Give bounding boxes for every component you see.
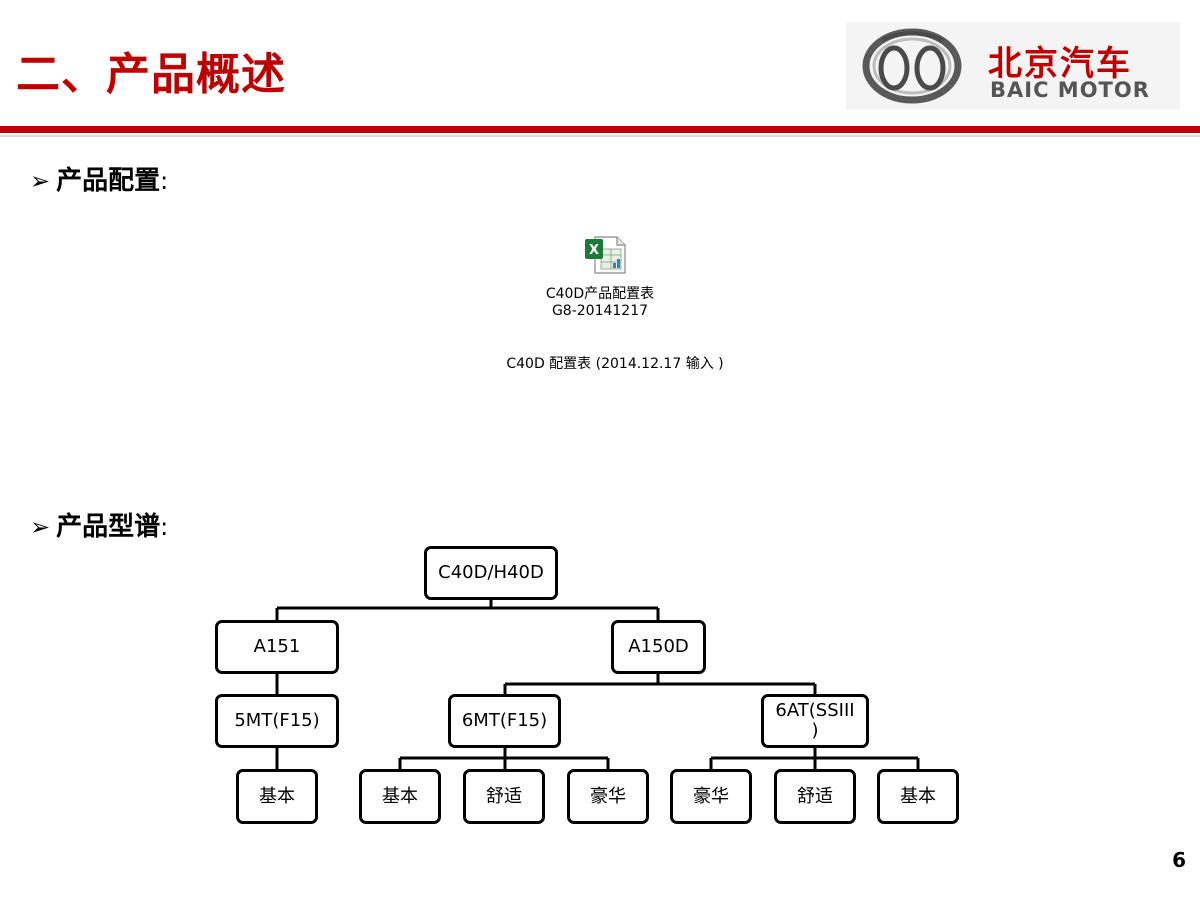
arrow-bullet-icon: ➢ (30, 513, 51, 541)
tree-node-trim: 基本 (236, 769, 318, 824)
section-heading-config: ➢产品配置: (30, 166, 169, 196)
tree-node-platform: A150D (611, 620, 706, 674)
attachment-note: C40D 配置表 (2014.12.17 输入 ) (506, 356, 724, 372)
svg-text:X: X (589, 243, 599, 258)
header-divider-red (0, 126, 1200, 133)
page-title: 二、产品概述 (16, 49, 286, 100)
tree-node-trim: 舒适 (463, 769, 545, 824)
page-number: 6 (1172, 848, 1186, 872)
baic-emblem-icon (862, 28, 962, 104)
tree-node-trim: 豪华 (567, 769, 649, 824)
excel-file-icon[interactable]: X (583, 235, 627, 275)
section-label: 产品配置 (56, 166, 161, 196)
tree-node-trim: 基本 (359, 769, 441, 824)
attachment-caption-line1[interactable]: C40D产品配置表 (545, 286, 655, 302)
tree-node-trim: 豪华 (670, 769, 752, 824)
logo-chinese-text: 北京汽车 (988, 44, 1132, 84)
section-label: 产品型谱 (56, 512, 161, 542)
section-heading-lineup: ➢产品型谱: (30, 512, 169, 542)
tree-node-root: C40D/H40D (424, 546, 558, 600)
tree-node-transmission: 6MT(F15) (448, 694, 561, 748)
tree-node-trim: 舒适 (774, 769, 856, 824)
logo-english-text: BAIC MOTOR (990, 78, 1150, 102)
attachment-caption-line2[interactable]: G8-20141217 (551, 303, 649, 319)
tree-node-transmission: 6AT(SSIII ) (761, 694, 869, 748)
tree-node-trim: 基本 (877, 769, 959, 824)
tree-node-platform: A151 (215, 620, 339, 674)
header-divider-gray (0, 135, 1200, 137)
baic-logo: 北京汽车 BAIC MOTOR (846, 22, 1180, 110)
tree-node-transmission: 5MT(F15) (215, 694, 339, 748)
arrow-bullet-icon: ➢ (30, 167, 51, 195)
